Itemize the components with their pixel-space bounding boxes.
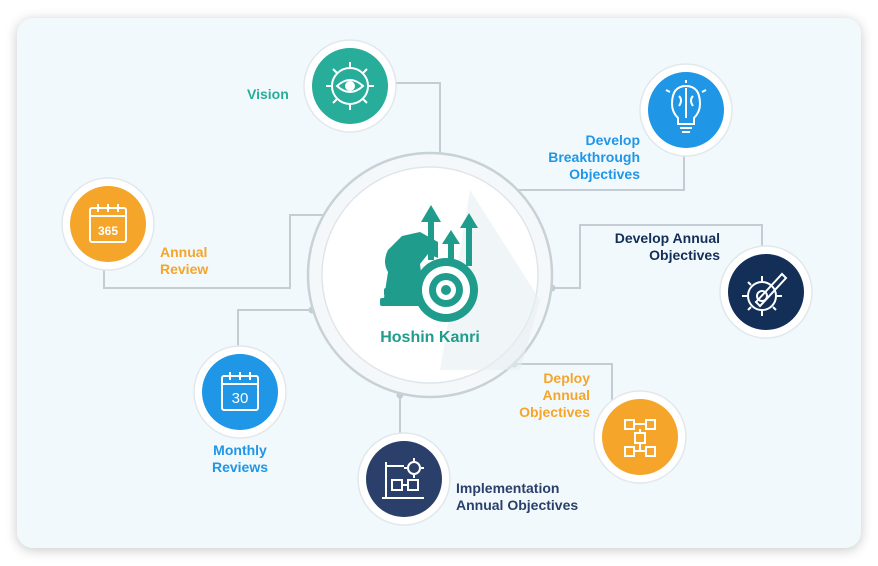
- label-monthly: Monthly Reviews: [211, 442, 269, 475]
- calendar-30-icon: [221, 372, 259, 411]
- calendar-365-number: 365: [98, 224, 118, 238]
- node-monthly: [193, 345, 287, 439]
- hub-title: Hoshin Kanri: [380, 329, 480, 346]
- node-deploy: [593, 390, 687, 484]
- node-vision: [303, 39, 397, 133]
- gear-eye-icon: [326, 62, 374, 110]
- node-breakthrough: [639, 63, 733, 157]
- calendar-30-number: 30: [232, 390, 249, 407]
- label-annual-objectives: Develop Annual Objectives: [614, 230, 720, 263]
- label-implementation: Implementation Annual Objectives: [456, 480, 579, 513]
- calendar-365-icon: [89, 204, 127, 243]
- gear-pencil-icon: [742, 272, 788, 316]
- flowchart-icon: [624, 419, 656, 457]
- label-annual-review: Annual Review: [160, 244, 209, 277]
- connector-annual-review: [103, 214, 328, 289]
- label-breakthrough: Develop Breakthrough Objectives: [548, 132, 640, 182]
- node-annual-review: [61, 177, 155, 271]
- node-annual-objectives: [719, 245, 813, 339]
- label-vision: Vision: [247, 86, 289, 102]
- brain-bulb-icon: [665, 80, 707, 133]
- blueprint-gear-icon: [382, 458, 424, 499]
- node-implementation: [357, 432, 451, 526]
- hub: [306, 151, 554, 399]
- chess-knight-target-icon: [380, 205, 478, 322]
- label-deploy: Deploy Annual Objectives: [519, 370, 590, 420]
